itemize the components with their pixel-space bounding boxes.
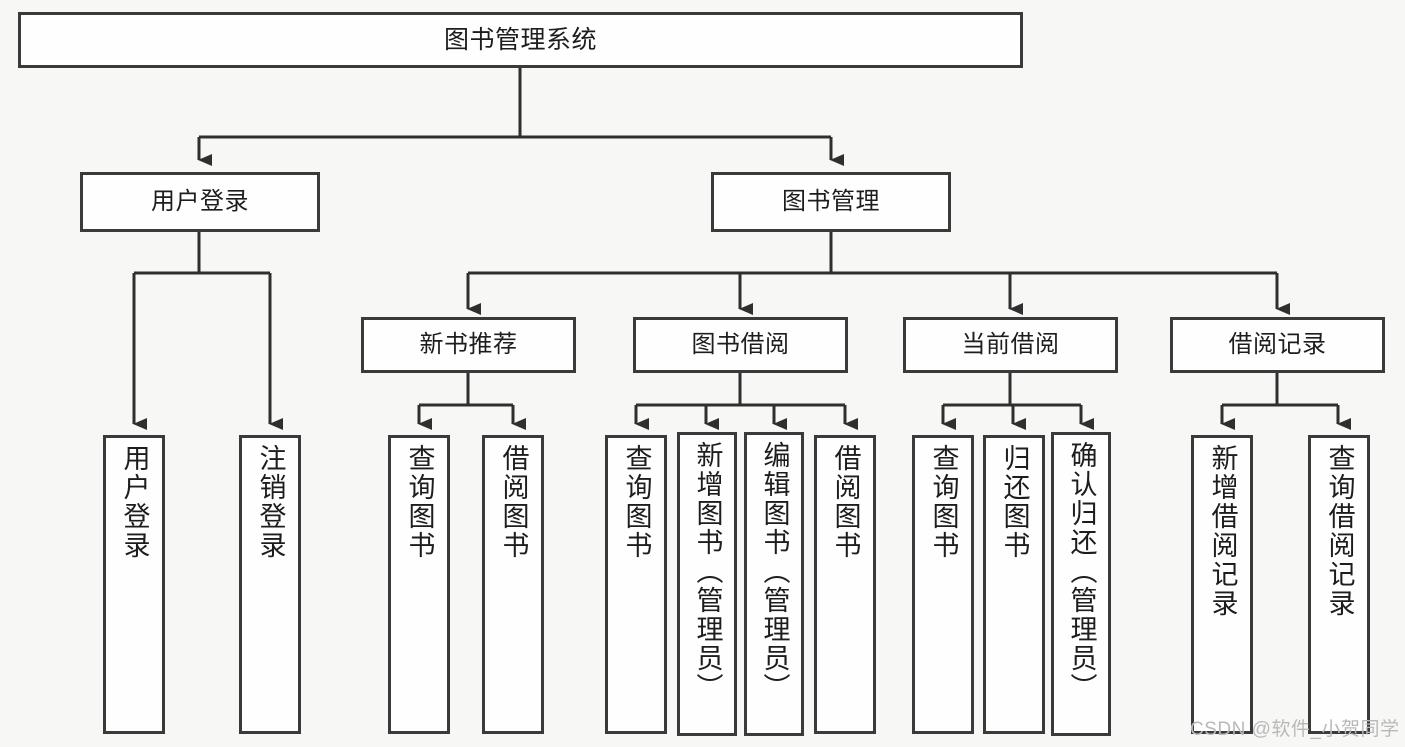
node-leaf-edit-book[interactable]: 编辑图书（管理员） (744, 432, 804, 736)
node-new-book-recommend[interactable]: 新书推荐 (361, 317, 576, 373)
node-new-book-recommend-label: 新书推荐 (419, 331, 518, 359)
node-borrow-record[interactable]: 借阅记录 (1170, 317, 1385, 373)
node-leaf-query-record[interactable]: 查询借阅记录 (1308, 435, 1370, 734)
node-leaf-borrow-book-2-label: 借阅图书 (830, 444, 861, 560)
node-leaf-add-record[interactable]: 新增借阅记录 (1191, 435, 1253, 734)
node-leaf-query-book-1[interactable]: 查询图书 (388, 435, 450, 734)
node-leaf-edit-book-label: 编辑图书（管理员） (759, 441, 790, 702)
node-leaf-borrow-book-1-label: 借阅图书 (498, 444, 529, 560)
node-current-borrow-label: 当前借阅 (961, 331, 1060, 359)
node-leaf-query-book-3-label: 查询图书 (928, 444, 959, 560)
node-leaf-return-book-label: 归还图书 (999, 444, 1030, 560)
node-leaf-add-book-label: 新增图书（管理员） (692, 441, 723, 702)
node-leaf-confirm-return-label: 确认归还（管理员） (1066, 441, 1097, 702)
node-current-borrow[interactable]: 当前借阅 (903, 317, 1118, 373)
node-leaf-borrow-book-1[interactable]: 借阅图书 (482, 435, 544, 734)
node-leaf-query-record-label: 查询借阅记录 (1324, 444, 1355, 618)
node-leaf-user-logout-label: 注销登录 (255, 444, 286, 560)
node-book-manage[interactable]: 图书管理 (711, 172, 951, 232)
node-leaf-query-book-1-label: 查询图书 (404, 444, 435, 560)
node-leaf-user-logout[interactable]: 注销登录 (239, 435, 301, 734)
node-leaf-borrow-book-2[interactable]: 借阅图书 (814, 435, 876, 734)
node-leaf-confirm-return[interactable]: 确认归还（管理员） (1051, 432, 1111, 736)
node-book-manage-label: 图书管理 (782, 188, 880, 216)
node-user-login[interactable]: 用户登录 (80, 172, 320, 232)
node-leaf-user-login-label: 用户登录 (119, 444, 150, 560)
node-root[interactable]: 图书管理系统 (18, 12, 1023, 68)
node-leaf-query-book-2[interactable]: 查询图书 (605, 435, 667, 734)
node-leaf-query-book-2-label: 查询图书 (621, 444, 652, 560)
node-root-label: 图书管理系统 (443, 25, 597, 54)
node-borrow-record-label: 借阅记录 (1228, 331, 1327, 359)
node-book-borrow-label: 图书借阅 (691, 331, 790, 359)
node-leaf-add-book[interactable]: 新增图书（管理员） (677, 432, 737, 736)
node-user-login-label: 用户登录 (151, 188, 249, 216)
node-book-borrow[interactable]: 图书借阅 (633, 317, 848, 373)
node-leaf-return-book[interactable]: 归还图书 (983, 435, 1045, 734)
node-leaf-add-record-label: 新增借阅记录 (1207, 444, 1238, 618)
node-leaf-query-book-3[interactable]: 查询图书 (912, 435, 974, 734)
node-leaf-user-login[interactable]: 用户登录 (103, 435, 165, 734)
